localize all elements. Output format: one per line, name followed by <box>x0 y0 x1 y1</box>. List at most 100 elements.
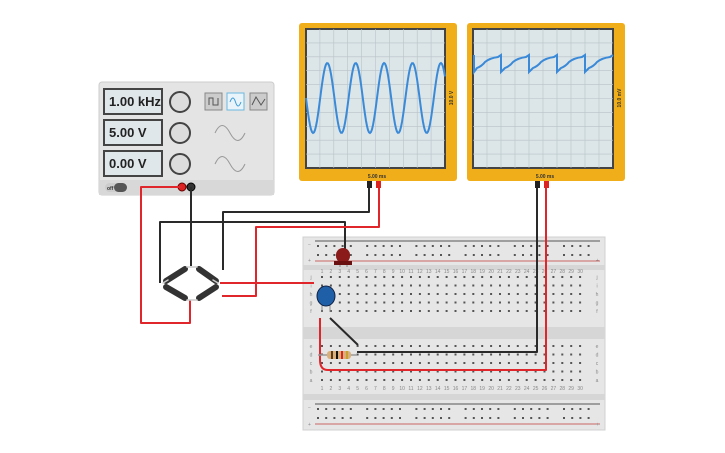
rail-hole[interactable] <box>513 408 516 410</box>
breadboard-hole[interactable] <box>347 276 350 278</box>
breadboard-hole[interactable] <box>329 370 332 373</box>
rail-hole[interactable] <box>563 417 565 419</box>
breadboard-hole[interactable] <box>427 284 430 287</box>
breadboard-hole[interactable] <box>374 353 377 356</box>
rail-hole[interactable] <box>366 245 369 247</box>
breadboard-hole[interactable] <box>401 345 404 347</box>
rail-hole[interactable] <box>390 245 393 247</box>
breadboard-hole[interactable] <box>427 362 430 364</box>
rail-hole[interactable] <box>530 417 533 419</box>
breadboard-hole[interactable] <box>570 301 573 304</box>
rail-hole[interactable] <box>546 254 549 256</box>
breadboard-hole[interactable] <box>499 293 501 295</box>
breadboard-hole[interactable] <box>507 301 510 304</box>
breadboard-hole[interactable] <box>472 276 475 278</box>
breadboard-hole[interactable] <box>445 301 448 304</box>
breadboard-hole[interactable] <box>383 345 386 347</box>
breadboard-hole[interactable] <box>338 284 341 287</box>
rail-hole[interactable] <box>374 408 377 410</box>
breadboard-hole[interactable] <box>534 379 537 381</box>
rail-hole[interactable] <box>317 408 319 410</box>
breadboard-hole[interactable] <box>516 310 519 312</box>
breadboard-hole[interactable] <box>347 293 350 295</box>
breadboard-hole[interactable] <box>338 370 341 373</box>
breadboard-hole[interactable] <box>356 379 359 381</box>
breadboard-hole[interactable] <box>401 284 404 287</box>
breadboard-hole[interactable] <box>383 301 386 304</box>
breadboard-hole[interactable] <box>543 301 546 304</box>
rail-hole[interactable] <box>497 408 500 410</box>
breadboard-hole[interactable] <box>463 284 466 287</box>
rail-hole[interactable] <box>489 245 492 247</box>
rail-hole[interactable] <box>440 245 442 247</box>
breadboard-hole[interactable] <box>463 362 466 364</box>
breadboard-hole[interactable] <box>383 293 386 295</box>
breadboard-hole[interactable] <box>338 293 341 295</box>
breadboard-hole[interactable] <box>410 353 412 356</box>
breadboard-hole[interactable] <box>383 284 386 287</box>
rail-hole[interactable] <box>390 254 393 256</box>
rail-hole[interactable] <box>448 408 451 410</box>
breadboard-hole[interactable] <box>401 301 404 304</box>
breadboard-hole[interactable] <box>579 301 582 304</box>
breadboard-hole[interactable] <box>552 379 555 381</box>
breadboard-hole[interactable] <box>490 353 493 356</box>
breadboard-hole[interactable] <box>534 362 537 364</box>
square-wave-button[interactable] <box>204 92 223 111</box>
rail-hole[interactable] <box>448 417 451 419</box>
breadboard-hole[interactable] <box>445 310 448 312</box>
breadboard-hole[interactable] <box>525 379 528 381</box>
breadboard-hole[interactable] <box>499 284 501 287</box>
breadboard-hole[interactable] <box>472 345 475 347</box>
breadboard-hole[interactable] <box>570 353 573 356</box>
breadboard-hole[interactable] <box>561 345 564 347</box>
wire-red-scope1[interactable] <box>222 188 380 297</box>
rail-hole[interactable] <box>571 417 574 419</box>
breadboard-hole[interactable] <box>410 310 412 312</box>
breadboard-hole[interactable] <box>490 379 493 381</box>
rail-hole[interactable] <box>563 408 565 410</box>
rail-hole[interactable] <box>464 408 467 410</box>
rail-hole[interactable] <box>415 245 418 247</box>
oscilloscope-2-negative-probe[interactable] <box>535 181 540 188</box>
breadboard-hole[interactable] <box>534 301 537 304</box>
rail-hole[interactable] <box>333 408 336 410</box>
oscilloscope-1[interactable]: 5.00 ms 10.0 V <box>299 23 457 188</box>
breadboard-hole[interactable] <box>436 370 439 373</box>
breadboard-hole[interactable] <box>463 301 466 304</box>
breadboard-hole[interactable] <box>570 370 573 373</box>
rail-hole[interactable] <box>464 417 467 419</box>
breadboard-hole[interactable] <box>561 284 564 287</box>
breadboard-hole[interactable] <box>481 284 484 287</box>
breadboard-hole[interactable] <box>463 310 466 312</box>
rail-hole[interactable] <box>341 417 344 419</box>
rail-hole[interactable] <box>563 245 565 247</box>
breadboard-hole[interactable] <box>472 301 475 304</box>
breadboard-hole[interactable] <box>543 379 546 381</box>
rail-hole[interactable] <box>374 245 377 247</box>
breadboard-hole[interactable] <box>436 353 439 356</box>
breadboard-hole[interactable] <box>454 301 457 304</box>
rail-hole[interactable] <box>530 245 533 247</box>
breadboard-hole[interactable] <box>481 301 484 304</box>
rail-hole[interactable] <box>489 417 492 419</box>
rail-hole[interactable] <box>440 254 442 256</box>
sine-wave-button[interactable] <box>226 92 245 111</box>
breadboard-hole[interactable] <box>374 310 377 312</box>
breadboard-hole[interactable] <box>436 345 439 347</box>
rail-hole[interactable] <box>587 245 590 247</box>
breadboard-hole[interactable] <box>321 362 323 364</box>
breadboard-hole[interactable] <box>499 353 501 356</box>
breadboard-hole[interactable] <box>427 293 430 295</box>
rail-hole[interactable] <box>423 254 426 256</box>
breadboard-hole[interactable] <box>436 284 439 287</box>
breadboard-hole[interactable] <box>356 370 359 373</box>
breadboard-hole[interactable] <box>570 293 573 295</box>
rail-hole[interactable] <box>366 417 369 419</box>
breadboard-hole[interactable] <box>507 276 510 278</box>
breadboard-hole[interactable] <box>392 379 395 381</box>
breadboard-hole[interactable] <box>436 310 439 312</box>
breadboard-hole[interactable] <box>543 345 546 347</box>
breadboard-hole[interactable] <box>356 284 359 287</box>
rail-hole[interactable] <box>513 245 516 247</box>
